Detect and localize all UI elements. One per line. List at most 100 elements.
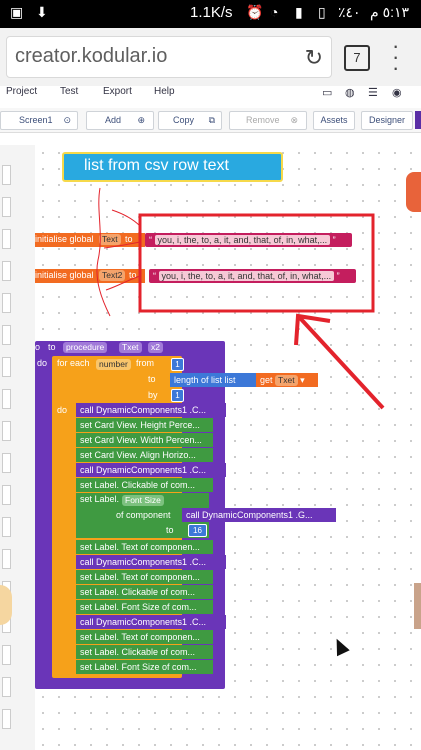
set-property-block[interactable]: set Label. Text of componen... (76, 630, 213, 644)
status-bar: ▣ ⬇ 1.1K/s ⏰ ◔ ▮ ▯ ٪٤٠ ٥:١٣ م (0, 0, 421, 28)
copy-screen-button[interactable]: Copy ⧉ (158, 111, 222, 130)
init2-string-value[interactable]: you, i, the, to, a, it, and, that, of, i… (158, 271, 335, 281)
procedure-header: o to procedure Txet x2 (35, 341, 225, 355)
clock: ٥:١٣ م (370, 4, 410, 20)
proc-param-txet[interactable]: Txet (119, 342, 142, 353)
reload-icon[interactable]: ↻ (304, 45, 323, 70)
palette-item[interactable] (2, 421, 11, 441)
set-property-block[interactable]: set Label. Text of componen... (76, 540, 213, 554)
remove-screen-button[interactable]: Remove ⊗ (229, 111, 307, 130)
call-dynamic-components-block[interactable]: call DynamicComponents1 .C... (76, 403, 226, 417)
loop-do: do (57, 405, 68, 415)
profile-icon[interactable]: ◉ (392, 87, 402, 99)
quote-open-icon: “ (153, 271, 156, 281)
inner-call-block[interactable]: call DynamicComponents1 .G... (182, 508, 336, 522)
overflow-menu-icon[interactable]: ··· (392, 33, 400, 80)
designer-button[interactable]: Designer (361, 111, 413, 130)
palette-item[interactable] (2, 197, 11, 217)
palette-item[interactable] (2, 293, 11, 313)
set-property-block[interactable]: set Card View. Height Perce... (76, 418, 213, 432)
add-screen-button[interactable]: Add ⊕ (86, 111, 154, 130)
app-menu-bar: Project Test Export Help ▭ ◍ ☰ ◉ (0, 86, 421, 108)
annotation-arrow-shaft (298, 316, 385, 410)
palette-item[interactable] (2, 645, 11, 665)
init2-string-block[interactable]: “ you, i, the, to, a, it, and, that, of,… (149, 269, 356, 283)
menu-help[interactable]: Help (154, 86, 175, 97)
set-property-block[interactable]: set Card View. Align Horizo... (76, 448, 213, 462)
palette-item[interactable] (2, 677, 11, 697)
init1-var[interactable]: Text (99, 234, 121, 245)
set-property-block[interactable]: set Card View. Width Percen... (76, 433, 213, 447)
download-icon: ⬇ (36, 4, 48, 20)
folder-icon[interactable]: ▭ (322, 87, 333, 99)
menu-export[interactable]: Export (103, 86, 132, 97)
set-property-block[interactable]: set Label. Clickable of com... (76, 478, 213, 492)
palette-item[interactable] (2, 229, 11, 249)
set-property-block[interactable]: set Label. Clickable of com... (76, 585, 213, 599)
palette-item[interactable] (2, 389, 11, 409)
length-of-list-block[interactable]: length of list list (170, 373, 258, 387)
image-icon: ▣ (10, 4, 24, 20)
palette-item[interactable] (2, 165, 11, 185)
init-global-text2-block[interactable]: initialise global Text2 to (35, 269, 145, 283)
signal-icon: ▮ (295, 4, 303, 20)
proc-to: to (48, 342, 56, 352)
annotation-scribble-2 (111, 209, 141, 227)
call-dynamic-components-block[interactable]: call DynamicComponents1 .C... (76, 555, 226, 569)
palette-item[interactable] (2, 549, 11, 569)
palette-item[interactable] (2, 261, 11, 281)
annotation-box (138, 213, 375, 313)
menu-project[interactable]: Project (6, 86, 38, 97)
get-var-block[interactable]: get Txet ▾ (256, 373, 318, 387)
init2-to: to (129, 270, 137, 280)
init2-prefix: initialise global (35, 270, 94, 280)
mascot-icon (406, 172, 421, 212)
set-property-block[interactable]: set Label. Font Size of com... (76, 660, 213, 674)
screen-select[interactable]: Screen1 ⊙ (0, 111, 78, 130)
init2-var[interactable]: Text2 (99, 270, 126, 281)
font-size-label: set Label. (80, 494, 120, 504)
csv-block[interactable]: list from csv row text (62, 152, 283, 182)
blocks-button[interactable] (415, 111, 421, 129)
call-dynamic-components-block[interactable]: call DynamicComponents1 .C... (76, 463, 226, 477)
backpack-icon[interactable] (0, 585, 12, 625)
menu-test[interactable]: Test (60, 86, 79, 97)
add-screen-label: Add (105, 115, 122, 125)
quote-open-icon: “ (149, 235, 152, 245)
palette-item[interactable] (2, 453, 11, 473)
tab-count-button[interactable]: 7 (344, 45, 370, 71)
assets-button[interactable]: Assets (313, 111, 355, 130)
set-property-block[interactable]: set Label. Text of componen... (76, 570, 213, 584)
proc-o: o (35, 342, 41, 352)
call-dynamic-components-block[interactable]: call DynamicComponents1 .C... (76, 615, 226, 629)
by-number[interactable]: 1 (171, 389, 184, 402)
quote-close-icon: ” (332, 235, 336, 245)
annotation-scribble-1 (96, 187, 111, 317)
get-var-name[interactable]: Txet (275, 375, 298, 386)
url-bar[interactable]: creator.kodular.io ↻ (6, 36, 332, 78)
list-icon[interactable]: ☰ (368, 87, 378, 99)
palette-item[interactable] (2, 485, 11, 505)
proc-param-x2[interactable]: x2 (148, 342, 163, 353)
wifi-icon: ◔ (270, 4, 279, 20)
set-property-block[interactable]: set Label. Clickable of com... (76, 645, 213, 659)
length-of-list-label: length of list list (174, 375, 236, 385)
thumbnail-icon (414, 583, 421, 629)
palette-item[interactable] (2, 357, 11, 377)
palette-item[interactable] (2, 325, 11, 345)
font-size-prop[interactable]: Font Size (122, 495, 164, 506)
proc-keyword[interactable]: procedure (63, 342, 108, 353)
init-global-text-block[interactable]: initialise global Text to (35, 233, 145, 247)
for-var[interactable]: number (96, 359, 131, 370)
from-number[interactable]: 1 (171, 358, 184, 371)
set-property-block[interactable]: set Label. Font Size of com... (76, 600, 213, 614)
init1-string-block[interactable]: “ you, i, the, to, a, it, and, that, of,… (145, 233, 352, 247)
palette-item[interactable] (2, 709, 11, 729)
font-size-number[interactable]: 16 (188, 524, 207, 537)
add-icon: ⊕ (137, 115, 145, 125)
palette-icon[interactable]: ◍ (345, 87, 355, 99)
designer-toolbar: Screen1 ⊙ Add ⊕ Copy ⧉ Remove ⊗ Assets D… (0, 108, 421, 133)
inner-call-label: call DynamicComponents1 .G... (186, 510, 313, 520)
init1-string-value[interactable]: you, i, the, to, a, it, and, that, of, i… (154, 235, 331, 245)
palette-item[interactable] (2, 517, 11, 537)
